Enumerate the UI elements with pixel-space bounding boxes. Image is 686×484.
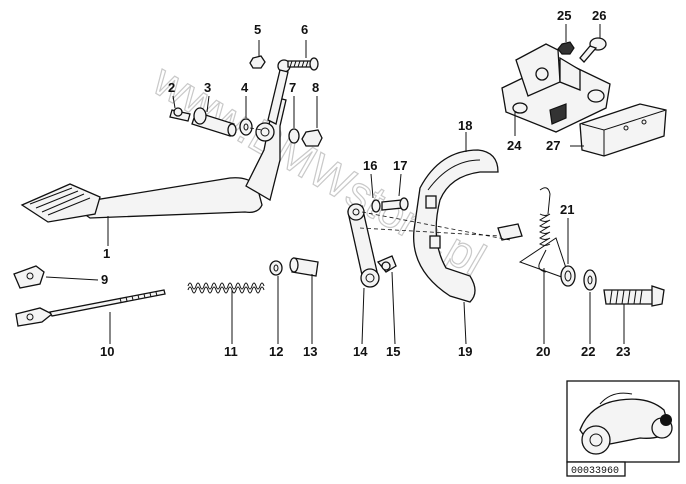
callout-10: 10 — [100, 344, 114, 359]
pivot-pin-part — [191, 107, 237, 137]
return-spring-part — [538, 187, 551, 273]
screw-6-part — [287, 57, 319, 71]
callout-18: 18 — [458, 118, 472, 133]
nut-8-part — [301, 129, 323, 147]
bolt-17-part — [381, 197, 409, 211]
highlight-dot — [660, 414, 672, 426]
callout-8: 8 — [312, 80, 319, 95]
callout-26: 26 — [592, 8, 606, 23]
washer-4-part — [239, 118, 253, 136]
callout-17: 17 — [393, 158, 407, 173]
callout-14: 14 — [353, 344, 368, 359]
callout-9: 9 — [101, 272, 108, 287]
callout-7: 7 — [289, 80, 296, 95]
seal-ring-part — [560, 265, 576, 287]
brake-shoe-part — [412, 149, 523, 303]
washer-16-part — [371, 199, 381, 213]
brake-cam-part — [603, 285, 665, 307]
clevis-part — [13, 265, 45, 289]
callout-19: 19 — [458, 344, 472, 359]
spring-11-part — [187, 282, 265, 290]
washer-22-part — [583, 269, 597, 291]
callout-25: 25 — [557, 8, 571, 23]
nut-25-part — [557, 41, 575, 55]
washer-12-part — [269, 260, 283, 276]
callout-11: 11 — [224, 344, 238, 359]
callout-21: 21 — [560, 202, 574, 217]
screw-26-part — [579, 37, 607, 63]
small-bolt-part — [169, 107, 191, 122]
callout-24: 24 — [507, 138, 522, 153]
callout-4: 4 — [241, 80, 249, 95]
callout-23: 23 — [616, 344, 630, 359]
callout-27: 27 — [546, 138, 560, 153]
callout-20: 20 — [536, 344, 550, 359]
washer-7-part — [288, 128, 300, 144]
wing-nut-part — [376, 255, 397, 273]
callout-16: 16 — [363, 158, 377, 173]
callout-22: 22 — [581, 344, 595, 359]
location-thumbnail: 00033960 — [566, 380, 680, 477]
callout-15: 15 — [386, 344, 400, 359]
nut-5-part — [249, 55, 266, 69]
callout-12: 12 — [269, 344, 283, 359]
brake-pedal — [20, 59, 291, 223]
bracket-part — [501, 43, 611, 133]
callout-2: 2 — [168, 80, 175, 95]
callout-3: 3 — [204, 80, 211, 95]
callout-6: 6 — [301, 22, 308, 37]
brake-rod-part — [15, 289, 166, 327]
callout-5: 5 — [254, 22, 261, 37]
reference-number: 00033960 — [571, 466, 619, 477]
callout-1: 1 — [103, 246, 110, 261]
callout-13: 13 — [303, 344, 317, 359]
adjusting-nut-part — [289, 257, 319, 277]
callout-numbers: 1 2 3 4 5 6 7 8 9 10 11 12 13 14 15 16 1… — [100, 8, 630, 359]
leader-lines — [45, 24, 625, 345]
brake-pad-part — [579, 103, 667, 157]
